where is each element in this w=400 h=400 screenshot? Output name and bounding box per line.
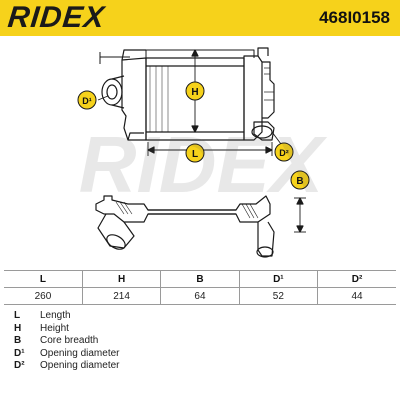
header-height: H <box>81 270 162 288</box>
legend-description: Length <box>40 310 71 321</box>
header-length: L <box>4 270 83 288</box>
d1-label: D¹ <box>82 96 92 106</box>
value-d1: 52 <box>238 287 319 305</box>
brand-logo: RIDEX <box>6 1 107 34</box>
breadth-label: B <box>296 176 303 187</box>
value-breadth: 64 <box>160 287 240 305</box>
length-label: L <box>192 149 198 160</box>
length-badge <box>185 143 205 163</box>
height-badge <box>185 81 205 101</box>
value-height: 214 <box>81 287 162 305</box>
intercooler-drawing: H L D¹ D² B <box>77 47 310 258</box>
header-d1: D¹ <box>238 270 319 288</box>
table-header-row: L H B D¹ D² <box>4 270 396 288</box>
list-item: B Core breadth <box>14 335 384 348</box>
legend-key: B <box>14 335 22 346</box>
list-item: D¹ Opening diameter <box>14 348 384 361</box>
breadth-badge <box>290 170 310 190</box>
header-breadth: B <box>160 270 240 288</box>
header-bar: RIDEX 468I0158 <box>0 0 400 36</box>
legend-key: H <box>14 322 22 334</box>
d1-badge <box>77 90 97 110</box>
legend-key: L <box>14 310 21 321</box>
d2-label: D² <box>279 148 289 158</box>
list-item: L Length <box>14 310 384 323</box>
technical-drawing: H L D¹ D² B <box>0 36 400 270</box>
legend-description: Core breadth <box>40 335 99 346</box>
list-item: H Height <box>14 323 384 336</box>
d2-badge <box>274 142 294 162</box>
value-length: 260 <box>4 287 83 305</box>
legend-description: Opening diameter <box>40 360 120 371</box>
list-item: D² Opening diameter <box>14 360 384 373</box>
height-label: H <box>191 87 198 98</box>
table-row: 260 214 64 52 44 <box>4 287 396 305</box>
header-d2: D² <box>317 270 396 288</box>
part-number: 468I0158 <box>319 8 390 27</box>
legend-key: D¹ <box>14 347 25 359</box>
legend-description: Height <box>40 322 69 334</box>
value-d2: 44 <box>317 287 396 305</box>
legend-key: D² <box>14 360 25 371</box>
legend: L Length H Height B Core breadth D¹ Open… <box>14 310 384 373</box>
dimensions-table: L H B D¹ D² 260 214 64 52 44 <box>4 270 396 305</box>
legend-description: Opening diameter <box>40 347 120 359</box>
